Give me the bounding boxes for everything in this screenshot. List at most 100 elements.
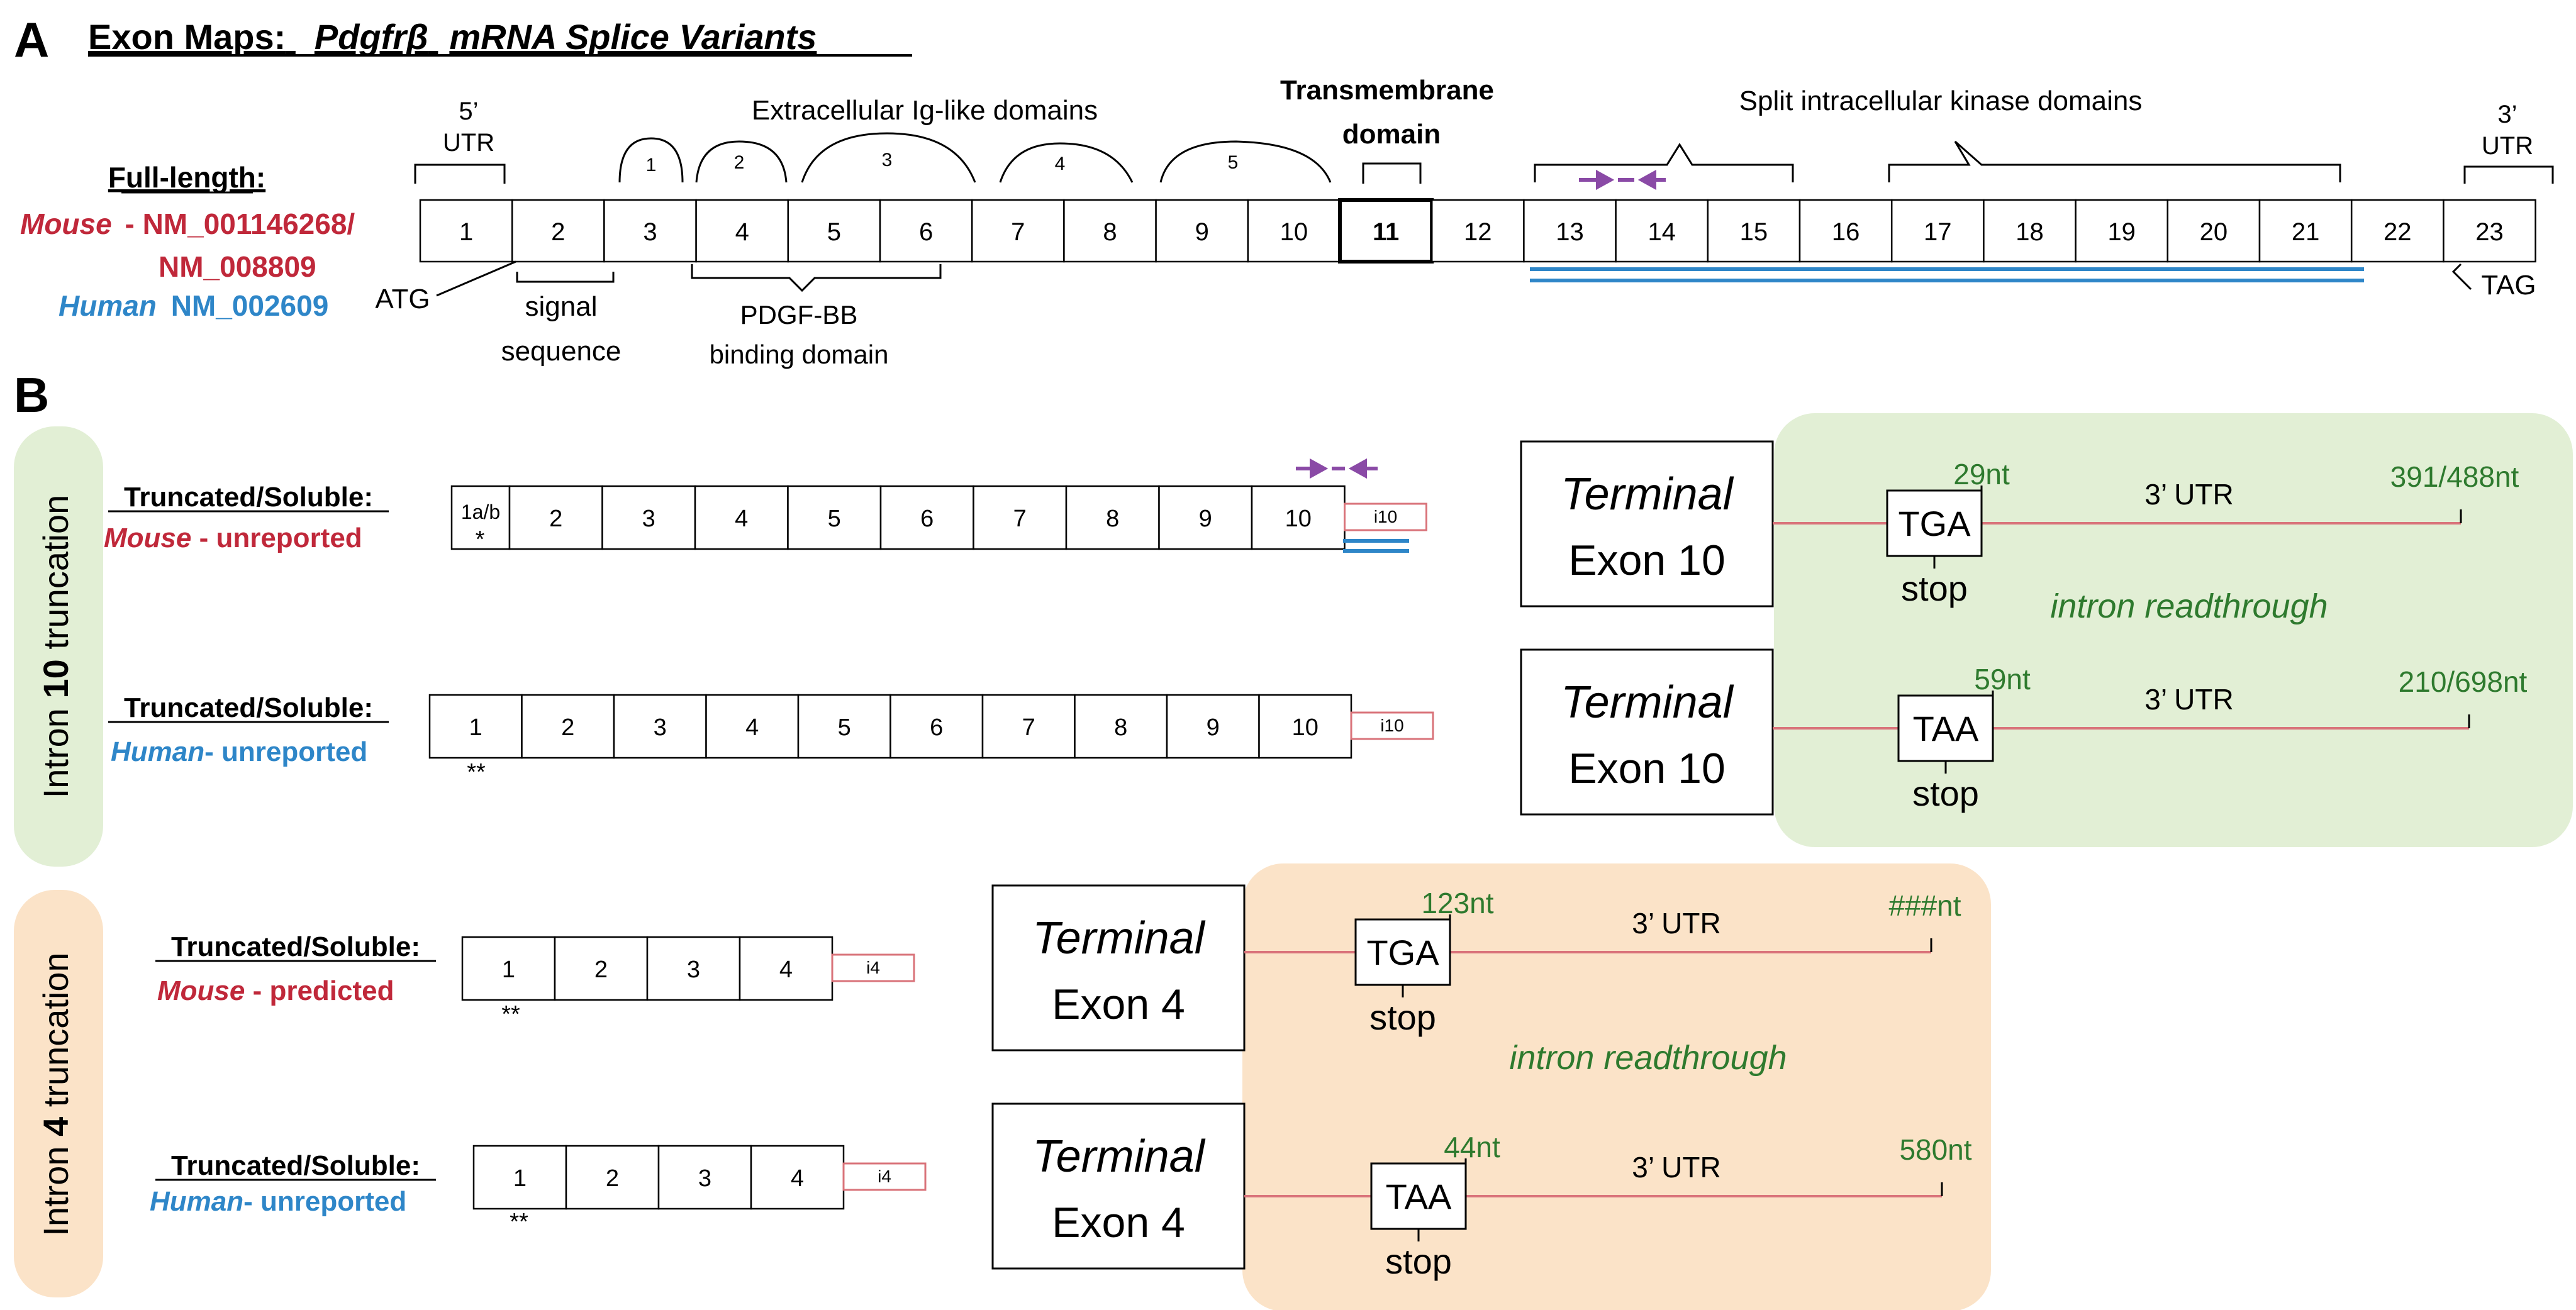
side4-num: 4 xyxy=(36,1117,75,1136)
stop-label: stop xyxy=(1912,774,1979,813)
terminal-label: Terminal xyxy=(1032,1131,1205,1182)
human-accession: Human NM_002609 xyxy=(59,289,328,322)
exon-box-3 xyxy=(613,694,707,759)
title-plain: Exon Maps: xyxy=(88,17,286,57)
intron-box xyxy=(842,1162,927,1191)
signal-bracket xyxy=(516,272,615,283)
tag-label: TAG xyxy=(2481,270,2536,301)
exon-box-3 xyxy=(603,199,697,263)
exon-label-3: 3 xyxy=(642,506,655,532)
exon-box-11 xyxy=(1338,198,1434,264)
exon-label-2: 2 xyxy=(551,218,565,246)
signal-line2: sequence xyxy=(501,336,622,367)
stop-codon-label: TGA xyxy=(1366,933,1439,972)
exon-label-7: 7 xyxy=(1022,714,1035,741)
exon-box-6 xyxy=(889,694,984,759)
exon-number-label: Exon 4 xyxy=(1052,980,1185,1028)
exon-box-8 xyxy=(1063,199,1157,263)
exon-label-8: 8 xyxy=(1114,714,1127,741)
exon-box-12 xyxy=(1430,199,1525,263)
exon-label-19: 19 xyxy=(2107,218,2136,246)
side4-post: truncation xyxy=(36,952,75,1117)
intron-readthrough-4: intron readthrough xyxy=(1509,1039,1787,1077)
exon-label-1: 1 xyxy=(459,218,473,246)
stop-codon-box xyxy=(1354,918,1451,986)
exon1-asterisk: ** xyxy=(510,1209,528,1235)
exon-label-3: 3 xyxy=(643,218,657,246)
stop-codon-box xyxy=(1897,694,1994,762)
exon-label-9: 9 xyxy=(1207,714,1220,741)
exon-box-7 xyxy=(971,199,1065,263)
exon-box-14 xyxy=(1615,199,1709,263)
exon-box-22 xyxy=(2350,199,2445,263)
exon-box-18 xyxy=(1983,199,2077,263)
side-label-intron10-bg xyxy=(14,426,103,867)
primer-arrows-i10 xyxy=(1296,458,1378,479)
panel-b-letter: B xyxy=(14,367,49,423)
exon-box-23 xyxy=(2443,199,2536,263)
exon-box-16 xyxy=(1798,199,1893,263)
exon-label-21: 21 xyxy=(2292,218,2320,246)
mouse-species: Mouse xyxy=(20,208,112,240)
status-text: - unreported xyxy=(243,1186,406,1217)
exon-box-3 xyxy=(601,485,696,550)
variant-human-10-label: Truncated/Soluble: Human- unreported xyxy=(108,692,389,767)
species-mouse: Mouse xyxy=(157,975,245,1006)
ig-num-5: 5 xyxy=(1228,152,1239,173)
kinase-label: Split intracellular kinase domains xyxy=(1739,86,2143,116)
exon-label-3: 3 xyxy=(698,1165,711,1192)
variant-label: Truncated/Soluble: xyxy=(171,1150,420,1181)
variant-label: Truncated/Soluble: xyxy=(171,931,420,962)
side-label-intron10: Intron 10 truncation xyxy=(36,495,75,799)
exon-label-14: 14 xyxy=(1648,218,1676,246)
exon-label-5: 5 xyxy=(838,714,851,741)
utr3-bracket xyxy=(2463,165,2554,184)
exon-label-1: 1 xyxy=(502,957,515,983)
tm-line1: Transmembrane xyxy=(1280,75,1494,106)
exon-label-1: 1 xyxy=(469,714,482,741)
side4-pre: Intron xyxy=(36,1136,75,1236)
utr3-line2: UTR xyxy=(2482,132,2533,160)
human-species: Human xyxy=(59,289,157,322)
ig-domain-arcs xyxy=(618,132,1332,183)
utr-length-nt: 580nt xyxy=(1899,1133,1971,1166)
panel-a-title: Exon Maps: Pdgfrβ mRNA Splice Variants xyxy=(88,17,817,57)
human-acc: NM_002609 xyxy=(171,289,329,322)
stop-position-nt: 29nt xyxy=(1953,458,2010,491)
exon-label-1: 1 xyxy=(513,1165,527,1192)
intron-box-label: i4 xyxy=(878,1167,891,1186)
stop-codon-label: TGA xyxy=(1898,504,1971,543)
ig-arc-1 xyxy=(618,137,684,183)
variant-status: Human- unreported xyxy=(111,736,367,767)
exon-box-15 xyxy=(1707,199,1801,263)
ig-arc-3 xyxy=(801,132,976,183)
mouse-acc-1: - NM_001146268/ xyxy=(125,208,355,240)
utr5-line2: UTR xyxy=(443,129,494,157)
exon-label-2: 2 xyxy=(606,1165,619,1192)
exon-number-label: Exon 10 xyxy=(1568,745,1726,792)
exon-box-1 xyxy=(419,199,513,263)
exon-box-9 xyxy=(1166,694,1260,759)
exon-label-4: 4 xyxy=(745,714,759,741)
exon-label-16: 16 xyxy=(1832,218,1860,246)
exon-box-21 xyxy=(2258,199,2353,263)
status-text: - unreported xyxy=(191,523,362,553)
intron-box-label: i4 xyxy=(866,958,880,977)
exon-label-10: 10 xyxy=(1292,714,1319,741)
exon1-asterisk: * xyxy=(476,526,485,553)
variant-status: Mouse - predicted xyxy=(157,975,394,1006)
variant-status: Mouse - unreported xyxy=(104,523,362,553)
stop-position-nt: 59nt xyxy=(1974,663,2031,696)
intron-box-label: i10 xyxy=(1374,507,1397,526)
exon-label-18: 18 xyxy=(2016,218,2044,246)
species-mouse: Mouse xyxy=(104,523,191,553)
exon-label-5: 5 xyxy=(828,506,841,532)
variant-human-4-label: Truncated/Soluble: Human- unreported xyxy=(150,1150,436,1217)
